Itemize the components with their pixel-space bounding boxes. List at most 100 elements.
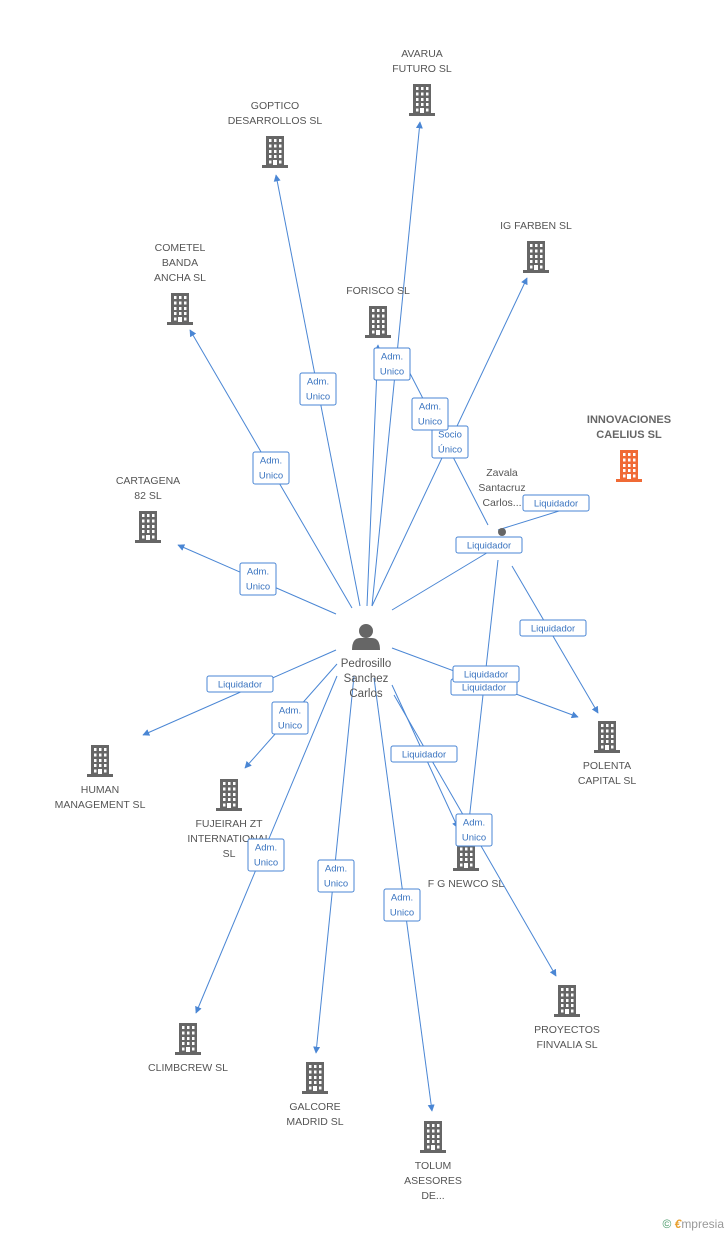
company-node-galcore[interactable]: GALCORE MADRID SL: [286, 1062, 344, 1128]
focus-company-node[interactable]: INNOVACIONES CAELIUS SL: [587, 414, 671, 482]
node-label-fujeirah: FUJEIRAH ZT: [195, 818, 263, 830]
node-label-goptico: DESARROLLOS SL: [228, 115, 323, 127]
building-icon: [523, 241, 549, 273]
edge-label-text: Unico: [306, 392, 330, 403]
node-label-fgnewco: F G NEWCO SL: [428, 878, 505, 890]
person-node-zavala[interactable]: ZavalaSantacruzCarlos...: [478, 467, 526, 536]
building-icon: [216, 779, 242, 811]
edge-label-center-proyectos[interactable]: Adm.Unico: [455, 813, 493, 847]
edge-label-center-goptico[interactable]: Adm. Unico: [299, 372, 337, 406]
node-label-galcore: MADRID SL: [286, 1116, 343, 1128]
node-label-zavala: Carlos...: [482, 497, 521, 509]
node-label-cartagena: 82 SL: [134, 490, 162, 502]
node-label-tolum: DE...: [421, 1190, 444, 1202]
building-icon: [453, 839, 479, 871]
edge-label-box: [452, 665, 520, 683]
building-icon: [365, 306, 391, 338]
node-label-igfarben: IG FARBEN SL: [500, 220, 572, 232]
edge-label-text: Adm.: [260, 456, 282, 467]
edge-label-text: Adm.: [325, 864, 347, 875]
edge-label-box: [247, 838, 285, 872]
building-icon: [262, 136, 288, 168]
edge-label-center-cometel[interactable]: Adm.Unico: [252, 451, 290, 485]
node-label-polenta: POLENTA: [583, 760, 631, 772]
edge-label-text: Adm.: [381, 352, 403, 363]
node-label-cartagena: CARTAGENA: [116, 475, 180, 487]
building-icon: [616, 450, 642, 482]
building-icon: [175, 1023, 201, 1055]
company-node-fgnewco[interactable]: F G NEWCO SL: [428, 839, 505, 890]
edge-label-text: Unico: [380, 367, 404, 378]
node-label-cometel: BANDA: [162, 257, 198, 269]
company-node-cartagena[interactable]: CARTAGENA 82 SL: [116, 475, 180, 543]
node-label-zavala: Zavala: [486, 467, 518, 479]
edge-label-zavala-forisco[interactable]: Adm.Unico: [411, 397, 449, 431]
edge-label-zavala-innovaciones[interactable]: Liquidador: [522, 494, 590, 512]
node-label-goptico: GOPTICO: [251, 100, 299, 112]
node-label-galcore: GALCORE: [289, 1101, 340, 1113]
node-label-innovaciones: INNOVACIONES: [587, 414, 671, 426]
edge-label-center-forisco[interactable]: Adm. Unico: [373, 347, 411, 381]
node-label-innovaciones: CAELIUS SL: [596, 429, 662, 441]
edge-label-text: Único: [438, 445, 462, 456]
node-label-zavala: Santacruz: [478, 482, 525, 494]
edge-label-text: Unico: [246, 582, 270, 593]
edge-label-text: Liquidador: [534, 499, 578, 510]
node-label-tolum: TOLUM: [415, 1160, 452, 1172]
edge-label-zavala-polenta[interactable]: Liquidador: [519, 619, 587, 637]
brand-footer[interactable]: © €mpresia: [662, 1217, 724, 1231]
company-node-tolum[interactable]: TOLUMASESORESDE...: [404, 1121, 462, 1202]
edge-label-center-cartagena[interactable]: Adm.Unico: [239, 562, 277, 596]
edge-label-center-zavala[interactable]: Liquidador: [455, 536, 523, 554]
edge-label-box: [206, 675, 274, 693]
edge-label-text: Liquidador: [531, 624, 575, 635]
company-node-proyectos[interactable]: PROYECTOS FINVALIA SL: [534, 985, 600, 1051]
company-node-goptico[interactable]: GOPTICO DESARROLLOS SL: [228, 100, 323, 168]
node-label-proyectos: FINVALIA SL: [536, 1039, 597, 1051]
empresia-logo-icon: €: [674, 1217, 682, 1231]
edge-label-text: Adm.: [307, 377, 329, 388]
edge-label-text: Adm.: [279, 706, 301, 717]
node-label-avarua: FUTURO SL: [392, 63, 452, 75]
edge-label-center-fujeirah[interactable]: Adm. Unico: [271, 701, 309, 735]
edge-label-text: Unico: [278, 721, 302, 732]
edge-label-text: Adm.: [391, 893, 413, 904]
building-icon: [594, 721, 620, 753]
building-icon: [87, 745, 113, 777]
node-label-cometel: COMETEL: [155, 242, 206, 254]
edge-label-box: [271, 701, 309, 735]
edge-label-text: Liquidador: [462, 683, 506, 694]
company-node-forisco[interactable]: FORISCO SL: [346, 285, 410, 338]
company-node-climbcrew[interactable]: CLIMBCREW SL: [148, 1023, 228, 1074]
edge-label-center-climbcrew[interactable]: Adm.Unico: [247, 838, 285, 872]
node-label-proyectos: PROYECTOS: [534, 1024, 600, 1036]
edge-label-center-fgnewco[interactable]: Liquidador: [390, 745, 458, 763]
edge-label-box: [390, 745, 458, 763]
edge-label-center-tolum[interactable]: Adm.Unico: [383, 888, 421, 922]
company-node-igfarben[interactable]: IG FARBEN SL: [500, 220, 572, 273]
edge-label-center-human[interactable]: Liquidador: [206, 675, 274, 693]
edge-label-box: [455, 536, 523, 554]
edge-label-box: [519, 619, 587, 637]
company-node-cometel[interactable]: COMETEL BANDA ANCHA SL: [154, 242, 206, 325]
brand-name: mpresia: [681, 1217, 724, 1231]
node-label-cometel: ANCHA SL: [154, 272, 206, 284]
edge-label-center-galcore[interactable]: Adm.Unico: [317, 859, 355, 893]
person-icon: [352, 624, 380, 650]
edge-label-text: Adm.: [255, 843, 277, 854]
edge-label-text: Liquidador: [402, 750, 446, 761]
edge-label-box: [239, 562, 277, 596]
edge-label-box: [383, 888, 421, 922]
edge-label-text: Liquidador: [467, 541, 511, 552]
copyright-icon: ©: [662, 1217, 672, 1231]
building-icon: [167, 293, 193, 325]
edge-label-zavala-fgnewco[interactable]: Liquidador: [452, 665, 520, 683]
